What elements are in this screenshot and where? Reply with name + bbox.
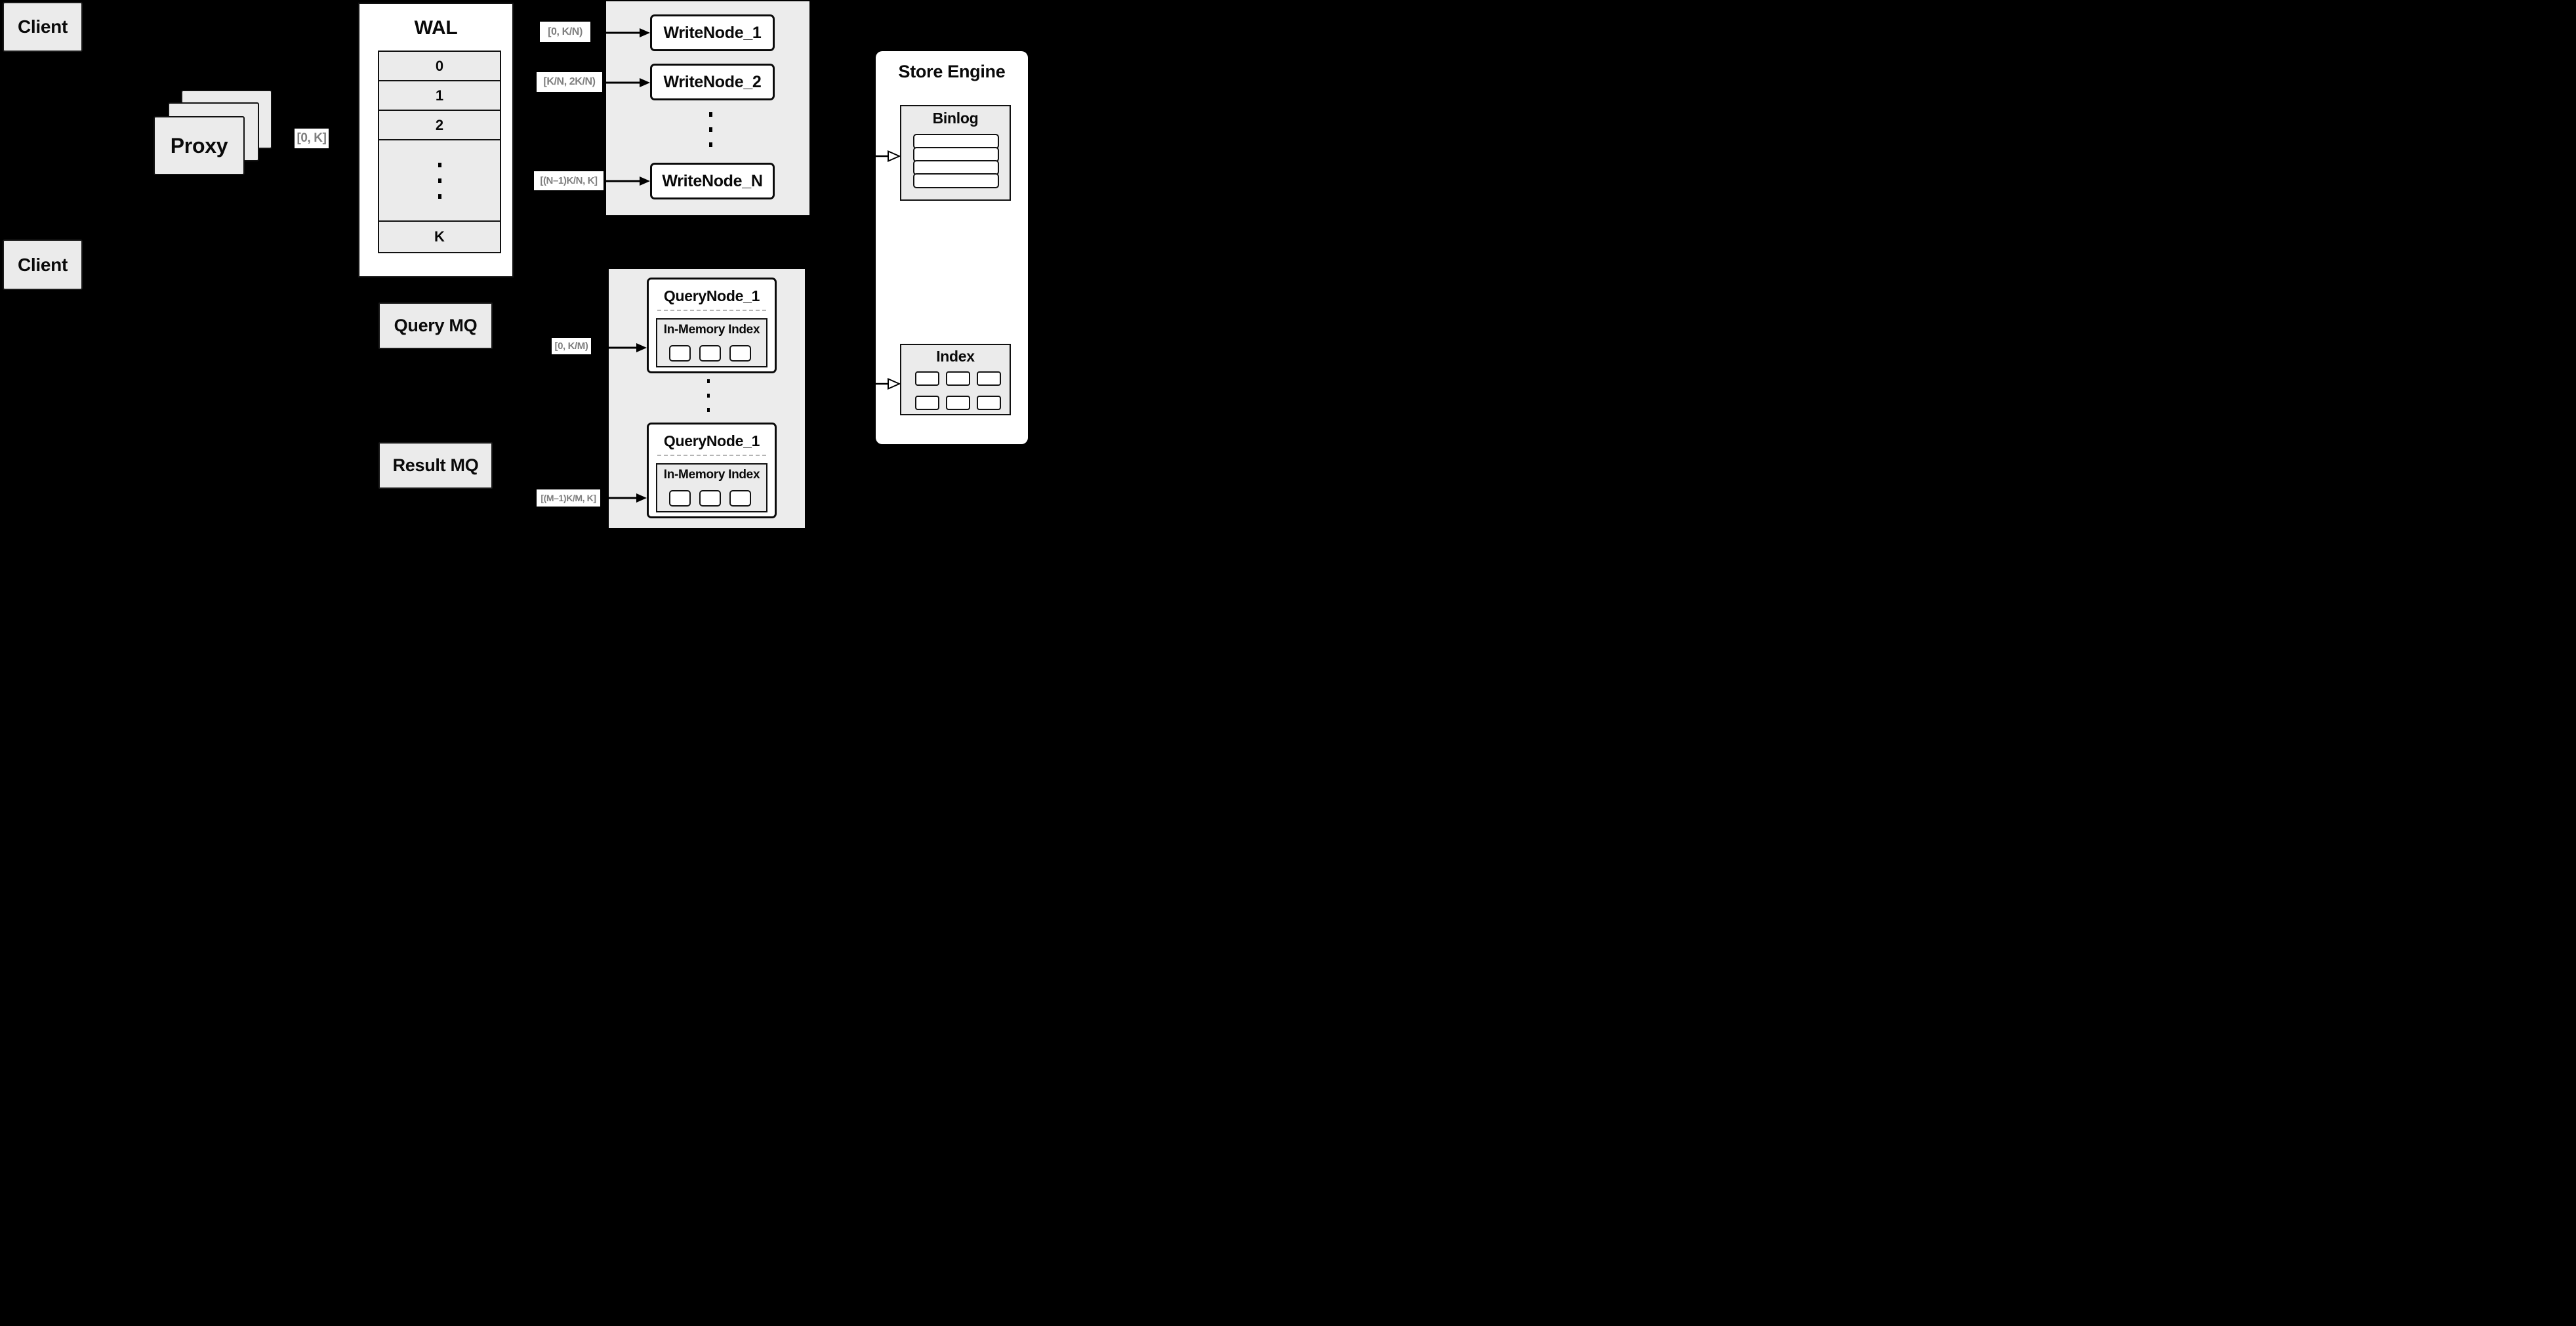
wal-segment-row: 2 [379,111,500,140]
memory-segment [699,345,721,362]
proxy-stack: Proxy [153,90,272,175]
query-node-title: QueryNode_1 [663,287,760,304]
client-box-top: Client [3,2,83,52]
ellipsis-dots [709,112,712,147]
in-memory-index-title: In-Memory Index [663,468,760,482]
write-node-n: WriteNode_N [650,163,775,199]
dashed-divider [657,310,766,311]
wal-title: WAL [414,17,458,39]
index-cell [946,396,970,410]
query-node-1: QueryNode_1 In-Memory Index [647,278,777,373]
ellipsis-dot [438,178,441,183]
range-label-write-node-2: [K/N, 2K/N) [537,72,602,92]
binlog-title: Binlog [932,110,979,127]
arrow-to-binlog [867,150,901,163]
query-node-m: QueryNode_1 In-Memory Index [647,423,777,518]
ellipsis-dot [709,112,712,117]
write-node-2: WriteNode_2 [650,64,775,100]
proxy-box: Proxy [153,116,245,175]
arrow-to-writenode-2 [603,78,650,87]
arrow-to-querynode-m [602,493,647,503]
memory-segment [729,490,751,507]
memory-segment [699,490,721,507]
index-title: Index [936,348,975,365]
range-label-write-node-n: [(N–1)K/N, K] [534,171,603,190]
write-node-label: WriteNode_1 [663,23,762,42]
arrow-to-querynode-1 [592,343,647,352]
memory-segment [669,345,691,362]
ellipsis-dot [707,408,710,412]
arrow-to-index [867,377,901,390]
ellipsis-dot [707,379,710,383]
in-memory-index-title: In-Memory Index [663,323,760,337]
index-cell [977,396,1001,410]
index-cell [915,396,939,410]
range-label-query-node-1: [0, K/M) [552,338,591,354]
wal-ellipsis-row [379,140,500,222]
wal-segment-row: 0 [379,52,500,81]
arrow-to-writenode-1 [592,28,650,37]
proxy-label: Proxy [170,133,228,157]
memory-segment [669,490,691,507]
store-engine-title: Store Engine [898,62,1006,81]
milvus-architecture-diagram: Client Client Proxy [0, K] WAL 0 1 2 K Q… [0,0,1031,530]
wal-segment-table: 0 1 2 K [378,51,501,253]
ellipsis-dot [438,194,441,199]
write-node-label: WriteNode_N [662,171,763,190]
wal-segment-row-k: K [379,222,500,252]
ellipsis-dot [707,394,710,398]
result-mq-label: Result MQ [392,455,479,475]
ellipsis-dot [709,142,712,147]
result-mq-box: Result MQ [378,442,493,489]
client-box-bottom: Client [3,239,83,290]
dashed-divider [657,455,766,456]
range-label-query-node-m: [(M–1)K/M, K] [537,489,600,507]
query-mq-label: Query MQ [394,316,478,335]
arrow-to-writenode-n [605,176,650,186]
query-node-title: QueryNode_1 [663,432,760,449]
query-mq-box: Query MQ [378,302,493,349]
write-node-1: WriteNode_1 [650,14,775,51]
ellipsis-dot [709,127,712,132]
index-cell [977,371,1001,386]
range-label-write-node-1: [0, K/N) [540,22,590,42]
wal-segment-row: 1 [379,81,500,111]
memory-segment [729,345,751,362]
client-label: Client [18,254,68,275]
write-node-label: WriteNode_2 [663,72,762,91]
client-label: Client [18,16,68,37]
ellipsis-dot [438,162,441,167]
ellipsis-dots [707,379,710,412]
index-cell [946,371,970,386]
binlog-row [913,173,999,188]
store-engine-box: Store Engine Binlog Index [876,51,1028,444]
binlog-box: Binlog [900,105,1011,201]
index-cell [915,371,939,386]
in-memory-index-box: In-Memory Index [656,463,767,512]
in-memory-index-box: In-Memory Index [656,318,767,367]
index-box: Index [900,344,1011,415]
wal-box: WAL 0 1 2 K [358,3,514,278]
range-label-client-to-wal: [0, K] [295,129,329,148]
